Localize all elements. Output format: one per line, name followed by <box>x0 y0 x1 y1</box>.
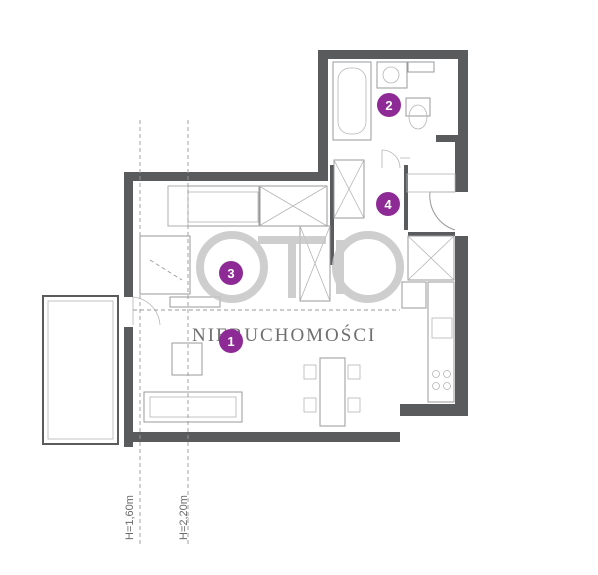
entrance-door <box>406 173 456 231</box>
wardrobe <box>333 159 365 219</box>
walls <box>124 50 468 447</box>
room-number-4: 4 <box>384 197 392 212</box>
room-number-2: 2 <box>385 98 392 113</box>
fridge <box>407 235 455 281</box>
room-number-3: 3 <box>227 266 234 281</box>
room-badge-1: 1 <box>219 329 243 353</box>
bed <box>167 185 261 227</box>
watermark-logo <box>196 231 404 303</box>
sleeping-desk <box>139 235 191 295</box>
bathtub <box>332 61 372 141</box>
height-label-1: H=1,60m <box>124 495 136 540</box>
dining-table <box>303 357 361 427</box>
toilet <box>405 61 435 130</box>
slope-lines <box>133 120 400 545</box>
balcony <box>42 295 119 445</box>
room-badge-4: 4 <box>376 192 400 216</box>
room-badge-2: 2 <box>377 93 401 117</box>
washbasin <box>376 61 408 89</box>
tv-unit <box>169 296 221 376</box>
room-number-1: 1 <box>227 334 234 349</box>
sofa <box>143 391 243 423</box>
room-badge-3: 3 <box>219 261 243 285</box>
kitchen-counter <box>401 281 455 403</box>
balcony-door <box>132 296 161 326</box>
height-label-2: H=2,20m <box>178 495 190 540</box>
bathroom-door <box>381 149 410 169</box>
closet-cross <box>258 185 328 227</box>
